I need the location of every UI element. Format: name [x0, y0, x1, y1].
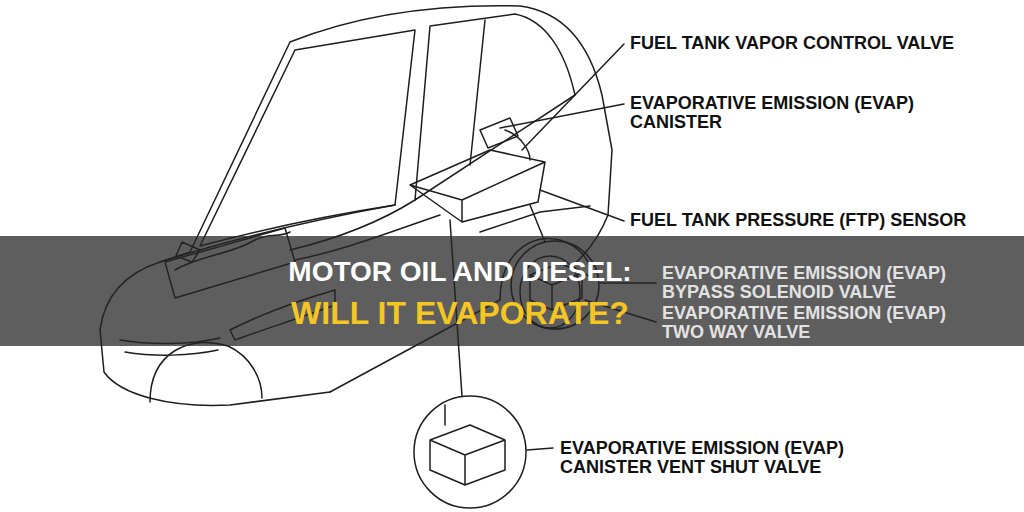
callout-label: EVAPORATIVE EMISSION (EVAP) CANISTER [630, 94, 935, 132]
front-wheel-arch [150, 342, 262, 402]
subtitle-line: WILL IT EVAPORATE? [291, 296, 629, 331]
callout-label: FUEL TANK PRESSURE (FTP) SENSOR [630, 211, 966, 230]
title-line: MOTOR OIL AND DIESEL: [288, 257, 631, 288]
callout-label: EVAPORATIVE EMISSION (EVAP) TWO WAY VALV… [662, 304, 967, 342]
pillar [470, 20, 485, 165]
callout-label: EVAPORATIVE EMISSION (EVAP) BYPASS SOLEN… [662, 264, 967, 302]
callout-label: EVAPORATIVE EMISSION (EVAP) CANISTER VEN… [560, 439, 865, 477]
fuel-tank [410, 150, 545, 222]
detail-circle [414, 396, 526, 508]
leader-line [527, 448, 553, 450]
windshield [200, 30, 415, 246]
leader-line [540, 190, 624, 221]
callout-label: FUEL TANK VAPOR CONTROL VALVE [630, 34, 954, 53]
leader-line [522, 44, 624, 150]
leader-line [500, 104, 624, 128]
vent-valve-detail [430, 405, 505, 485]
